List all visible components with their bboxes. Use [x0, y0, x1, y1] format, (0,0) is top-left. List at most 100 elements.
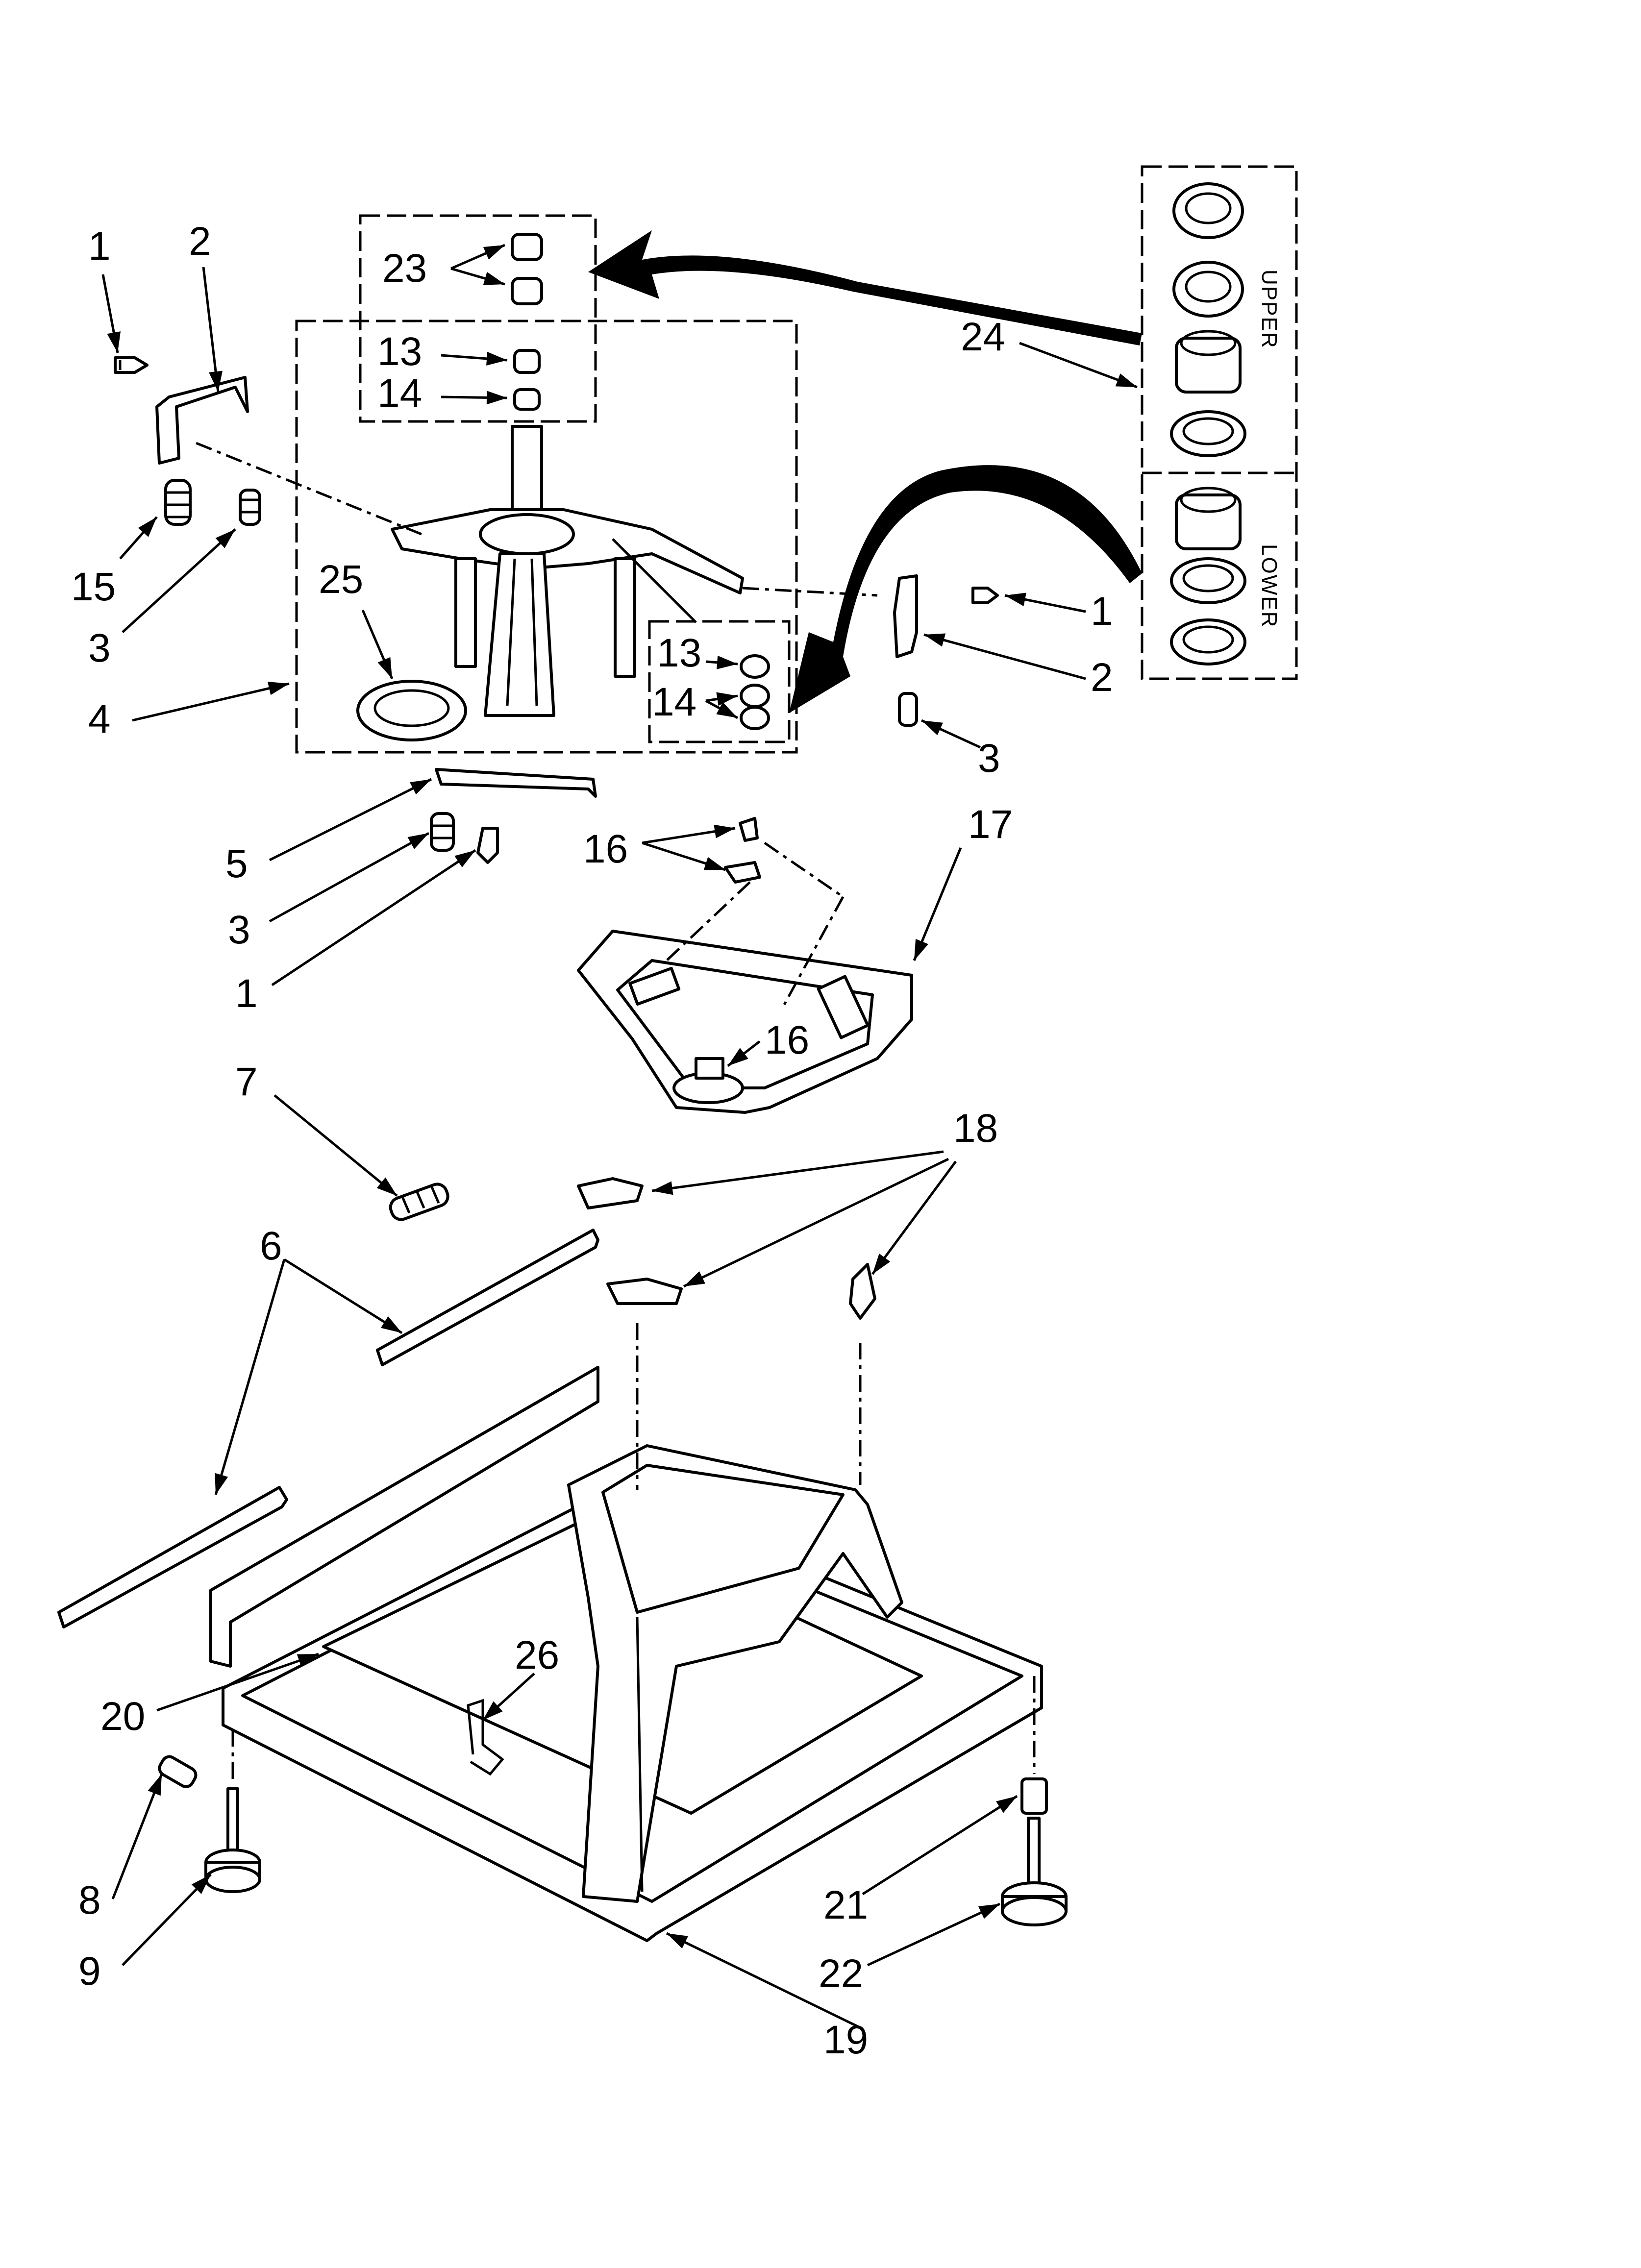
suspension-mechanism	[191, 425, 878, 717]
spring-3-lower	[430, 812, 455, 852]
leader-line	[274, 1094, 398, 1197]
arrowhead-icon	[297, 1654, 319, 1668]
arrowhead-icon	[483, 245, 505, 260]
arrowhead-icon	[407, 833, 429, 849]
screw-1-left	[114, 356, 149, 374]
callout-5: 5	[225, 841, 248, 886]
arrowhead-icon	[486, 351, 507, 366]
callout-1-right: 1	[1091, 589, 1113, 634]
seal-ring-icon	[1172, 261, 1244, 318]
leader-line	[202, 267, 220, 393]
callout-20: 20	[100, 1694, 145, 1739]
leader-line	[651, 1150, 944, 1192]
leader-line	[683, 1158, 949, 1288]
arrowhead-icon	[717, 655, 738, 669]
screw-1-lower	[476, 827, 499, 864]
callout-9: 9	[78, 1949, 101, 1994]
guide-dash	[666, 881, 751, 961]
callout-16-lower: 16	[765, 1018, 809, 1062]
callout-6: 6	[260, 1224, 282, 1268]
bearing-14-lower	[740, 684, 770, 730]
upper-bearing-23	[511, 233, 543, 305]
arrowhead-icon	[148, 1774, 162, 1796]
arrowhead-icon	[410, 779, 431, 795]
bearing-gear-icon	[1175, 493, 1242, 550]
leader-line	[862, 1795, 1018, 1896]
spring-3-left	[239, 489, 261, 526]
wire-26	[467, 1699, 504, 1776]
leader-line	[132, 682, 290, 722]
seal-kit-box: UPPER LOWER	[1141, 165, 1298, 680]
leader-line	[1019, 342, 1138, 389]
leader-line	[867, 1902, 1001, 1967]
leader-line	[871, 1160, 957, 1275]
leader-line	[122, 528, 236, 633]
upper-kit-arrow	[588, 230, 1142, 345]
callout-26: 26	[515, 1633, 559, 1677]
bearing-13-upper	[513, 349, 541, 374]
clip-16	[695, 817, 761, 1080]
rail-6-upper	[376, 1229, 599, 1366]
seal-kit-lower-label: LOWER	[1257, 544, 1281, 628]
callout-2-right: 2	[1091, 655, 1113, 700]
callout-13: 13	[377, 329, 422, 374]
lower-bearing-box	[648, 620, 791, 743]
arrowhead-icon	[914, 938, 928, 961]
callout-3-lower: 3	[228, 908, 250, 952]
arrowhead-icon	[483, 271, 505, 285]
callout-17: 17	[968, 802, 1013, 847]
callout-25: 25	[319, 557, 363, 602]
leveling-leg-22	[1001, 1817, 1068, 1926]
callout-8: 8	[78, 1878, 101, 1923]
arrowhead-icon	[716, 702, 738, 718]
arrowhead-icon	[714, 824, 735, 838]
leader-line	[269, 832, 430, 923]
seal-ring-25	[356, 680, 467, 741]
guide-dash	[764, 841, 844, 898]
arrowhead-icon	[138, 517, 157, 537]
nut-21	[1020, 1777, 1048, 1815]
callout-3: 3	[88, 626, 111, 670]
arrowhead-icon	[215, 1473, 228, 1495]
leader-line	[214, 1259, 286, 1495]
leader-line	[271, 849, 476, 986]
arrowhead-icon	[191, 1874, 211, 1894]
leader-line	[666, 1932, 864, 2030]
callout-14-lower: 14	[652, 680, 696, 724]
callout-19: 19	[823, 2018, 868, 2062]
callout-3-right: 3	[978, 736, 1000, 781]
arrowhead-icon	[377, 657, 392, 679]
upper-bearing-box	[359, 214, 597, 423]
mechanism-box	[295, 320, 798, 754]
spring-7	[389, 1183, 449, 1221]
callout-23: 23	[382, 246, 427, 291]
arrowhead-icon	[728, 1048, 748, 1066]
arrowhead-icon	[107, 331, 121, 353]
callout-7: 7	[235, 1060, 258, 1104]
arrowhead-icon	[716, 692, 738, 706]
leader-line	[923, 633, 1086, 680]
leader-line	[269, 778, 432, 862]
arrowhead-icon	[380, 1316, 402, 1333]
arrowhead-icon	[483, 1701, 503, 1720]
bracket-2-right	[893, 574, 918, 658]
bearing-13-lower	[740, 654, 770, 679]
arrowhead-icon	[921, 720, 944, 736]
arrowhead-icon	[486, 391, 507, 405]
callout-1: 1	[88, 224, 111, 269]
tub-support	[567, 1444, 903, 1903]
callout-16: 16	[583, 827, 628, 871]
callout-15: 15	[71, 565, 116, 609]
arrowhead-icon	[376, 1177, 397, 1196]
screw-1-right	[971, 587, 999, 604]
arrowhead-icon	[978, 1904, 1000, 1919]
callout-21: 21	[823, 1883, 868, 1927]
callout-1-lower: 1	[235, 971, 258, 1016]
bearing-14-upper	[513, 388, 541, 411]
arrowhead-icon	[267, 681, 289, 695]
arrowhead-icon	[667, 1933, 688, 1948]
leader-line	[122, 1874, 212, 1966]
arrowhead-icon	[215, 529, 235, 548]
